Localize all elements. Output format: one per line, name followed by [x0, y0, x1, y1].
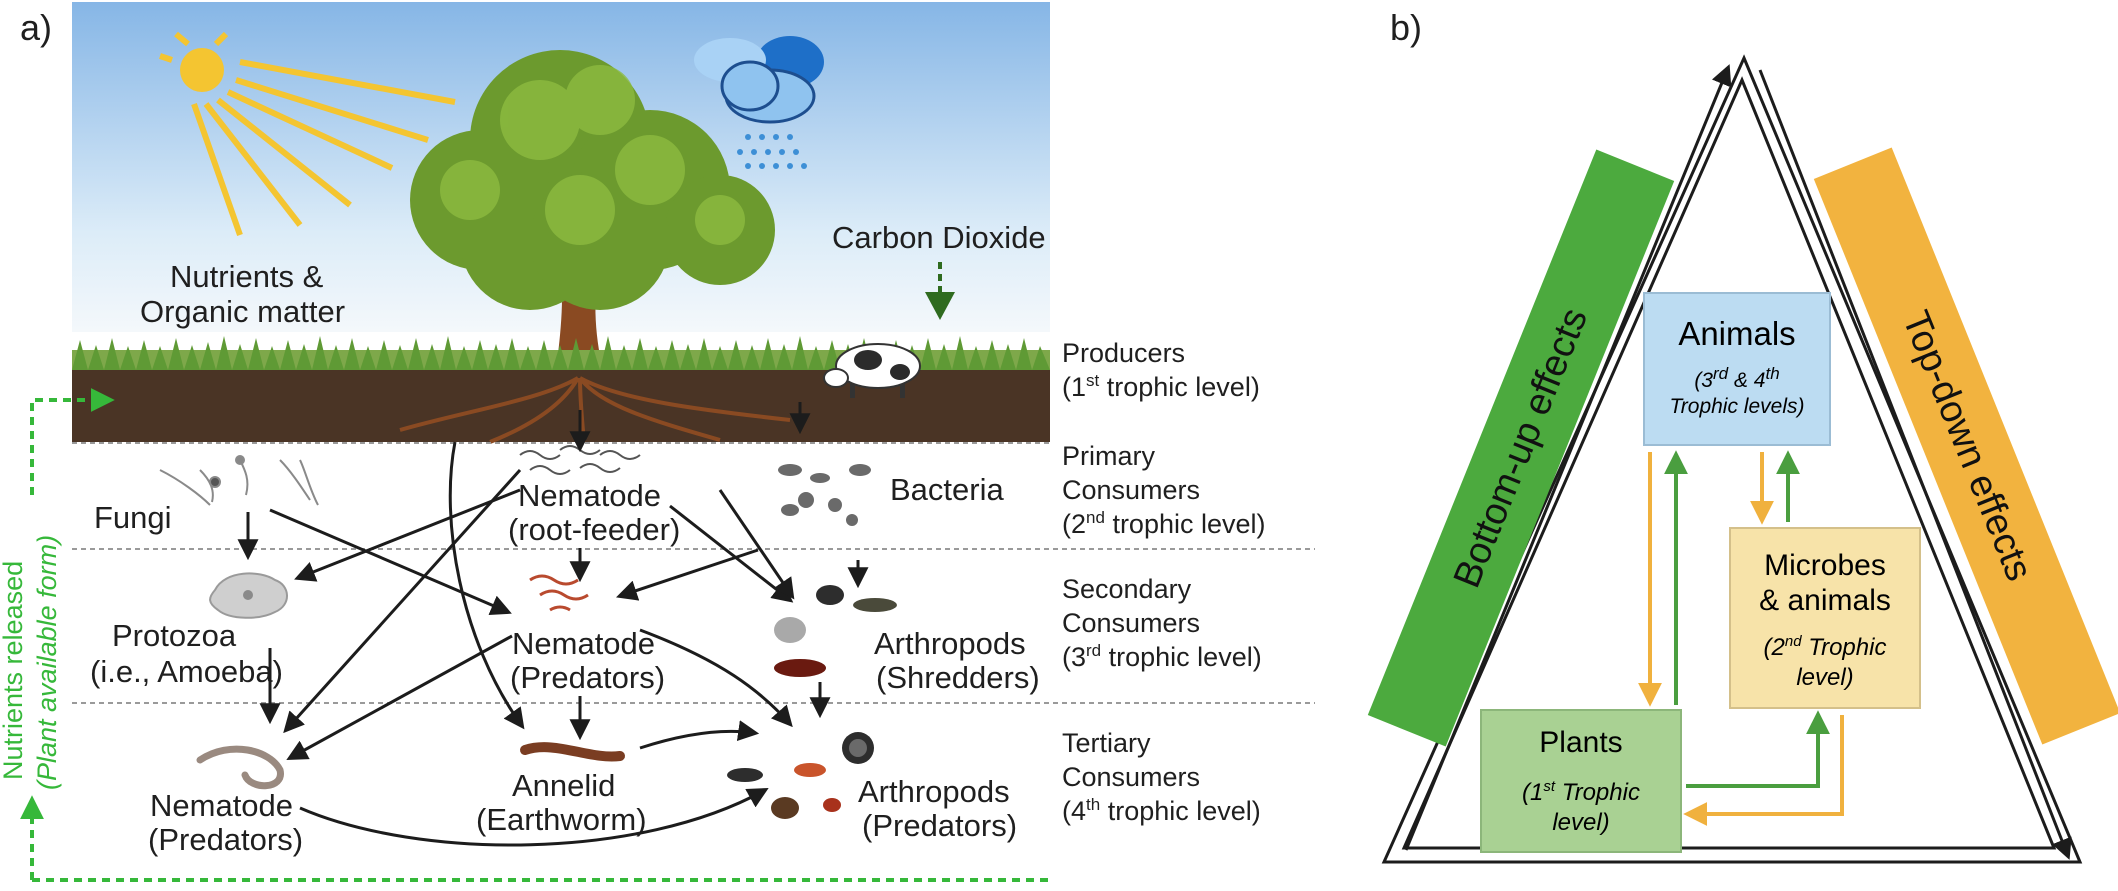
microbes-box: Microbes & animals (2nd Trophic level) — [1729, 527, 1921, 709]
animals-title: Animals — [1678, 315, 1795, 352]
secondary-label-2: Consumers — [1062, 608, 1200, 638]
microbes-title-2: & animals — [1759, 584, 1891, 617]
microbes-title-1: Microbes — [1764, 549, 1886, 582]
sun-icon — [159, 31, 456, 236]
protozoa-label-2: (i.e., Amoeba) — [90, 654, 283, 689]
earthworm-icon — [520, 742, 625, 762]
nematode-root-label-2: (root-feeder) — [508, 512, 680, 547]
level-separators — [72, 442, 1315, 704]
microbes-subtitle-1: (2nd Trophic — [1764, 633, 1887, 661]
tertiary-label-2: Consumers — [1062, 762, 1200, 792]
tree-illustration — [410, 50, 775, 378]
plants-title: Plants — [1539, 726, 1622, 759]
annelid-label-2: (Earthworm) — [476, 802, 647, 837]
primary-label-2: Consumers — [1062, 475, 1200, 505]
nutrients-label-line2: Organic matter — [140, 294, 345, 329]
animals-subtitle-1: (3rd & 4th — [1694, 364, 1779, 392]
nutrient-loop-label-2: (Plant available form) — [32, 535, 62, 790]
rain-cloud-icon — [694, 36, 824, 169]
nutrients-label-line1: Nutrients & — [170, 259, 324, 294]
animals-box: Animals (3rd & 4th Trophic levels) — [1643, 292, 1831, 446]
triangle-arrow-right-icon — [1758, 69, 2072, 860]
arthropods-shredders-label-1: Arthropods — [874, 626, 1026, 661]
primary-level-label: (2nd trophic level) — [1062, 508, 1266, 539]
amoeba-icon — [209, 572, 288, 619]
panel-a: a) — [0, 2, 1315, 882]
tertiary-level-label: (4th trophic level) — [1062, 795, 1261, 826]
nematode-predator-mid-label-2: (Predators) — [510, 660, 665, 695]
panel-a-label: a) — [20, 7, 52, 48]
nematode-predator-mid-icon — [529, 574, 589, 612]
nematode-root-label-1: Nematode — [518, 478, 661, 513]
nutrient-loop-label-1: Nutrients released — [0, 561, 28, 780]
cow-icon — [823, 343, 921, 398]
microbes-subtitle-2: level) — [1796, 664, 1853, 691]
arthropods-predators-label-1: Arthropods — [858, 774, 1010, 809]
bacteria-icon — [778, 464, 871, 526]
plants-subtitle-2: level) — [1552, 809, 1609, 836]
producers-level-label: (1st trophic level) — [1062, 371, 1260, 402]
producers-label: Producers — [1062, 338, 1185, 368]
panel-b-label: b) — [1390, 7, 1422, 48]
triangle-arrow-left-icon — [1404, 64, 1732, 851]
nutrient-loop — [20, 388, 1050, 882]
annelid-label-1: Annelid — [512, 768, 615, 803]
secondary-level-label: (3rd trophic level) — [1062, 641, 1262, 672]
panel-b: b) Bottom-up effects Top-down effects An… — [1367, 7, 2118, 864]
arthropods-predators-label-2: (Predators) — [862, 808, 1017, 843]
trophic-level-labels: Producers (1st trophic level) Primary Co… — [1062, 338, 1266, 826]
plants-box: Plants (1st Trophic level) — [1480, 709, 1682, 853]
effect-arrows — [1638, 450, 1844, 826]
bottom-up-bar: Bottom-up effects — [1367, 149, 1675, 747]
protozoa-label-1: Protozoa — [112, 618, 237, 653]
primary-label-1: Primary — [1062, 441, 1155, 471]
nematode-root-icon — [519, 445, 641, 475]
co2-arrowhead-icon — [925, 292, 955, 320]
arthropods-shredders-icon — [774, 585, 897, 677]
arthropods-shredders-label-2: (Shredders) — [876, 660, 1040, 695]
plants-subtitle-1: (1st Trophic — [1522, 778, 1640, 806]
nematode-predator-low-label-2: (Predators) — [148, 822, 303, 857]
arthropods-predators-icon — [727, 732, 874, 819]
nematode-predator-low-icon — [196, 745, 284, 790]
grass-band — [72, 336, 1050, 372]
tree-roots — [399, 376, 791, 444]
fungi-label: Fungi — [94, 500, 172, 535]
nematode-predator-mid-label-1: Nematode — [512, 626, 655, 661]
co2-label: Carbon Dioxide — [832, 220, 1046, 255]
fungi-icon — [159, 455, 319, 506]
secondary-label-1: Secondary — [1062, 574, 1192, 604]
animals-subtitle-2: Trophic levels) — [1670, 395, 1805, 418]
food-web-arrows — [237, 402, 869, 847]
nematode-predator-low-label-1: Nematode — [150, 788, 293, 823]
tertiary-label-1: Tertiary — [1062, 728, 1151, 758]
bacteria-label: Bacteria — [890, 472, 1004, 507]
